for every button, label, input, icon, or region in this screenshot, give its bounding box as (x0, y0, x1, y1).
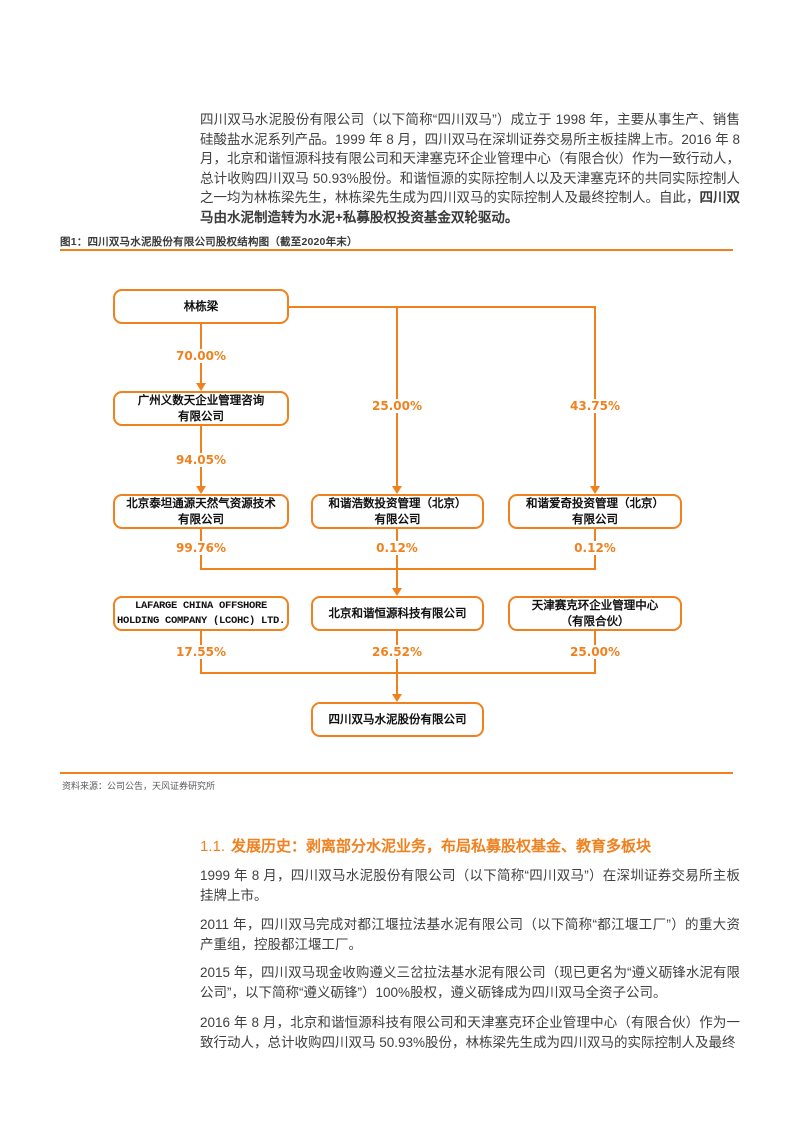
pct-lafarge-shuangma: 17.55% (172, 645, 230, 659)
connector-merge-hengyuan (396, 568, 398, 589)
arrow-into-aiqi-icon (590, 486, 600, 494)
connector-lin-aiqi (594, 306, 596, 487)
pct-hengyuan-shuangma: 26.52% (368, 645, 426, 659)
arrow-into-guangzhou-icon (196, 383, 206, 391)
figure-top-rule (60, 249, 733, 251)
pct-titan-hengyuan: 99.76% (172, 541, 230, 555)
figure-source-note: 资料来源：公司公告，天风证券研究所 (62, 781, 216, 791)
figure-bottom-rule (60, 772, 733, 774)
intro-paragraph: 四川双马水泥股份有限公司（以下简称“四川双马”）成立于 1998 年，主要从事生… (200, 110, 740, 227)
org-node-guangzhou-yishutian: 广州义数天企业管理咨询 有限公司 (113, 391, 289, 426)
arrow-into-shuangma-icon (392, 694, 402, 702)
intro-text: 四川双马水泥股份有限公司（以下简称“四川双马”）成立于 1998 年，主要从事生… (200, 112, 740, 205)
history-paragraph-2016: 2016 年 8 月，北京和谐恒源科技有限公司和天津塞克环企业管理中心（有限合伙… (200, 1015, 740, 1050)
merge-line-shuangma (200, 672, 596, 674)
history-paragraph-2011: 2011 年，四川双马完成对都江堰拉法基水泥有限公司（以下简称“都江堰工厂”）的… (200, 917, 740, 952)
pct-lin-guangzhou: 70.00% (172, 349, 230, 363)
pct-saikehuan-shuangma: 25.00% (566, 645, 624, 659)
pct-haoshu-hengyuan: 0.12% (372, 541, 422, 555)
connector-merge-shuangma (396, 672, 398, 695)
arrow-into-haoshu-icon (392, 486, 402, 494)
connector-lin-haoshu (396, 306, 398, 487)
equity-structure-diagram: 70.00% 94.05% 25.00% 43.75% 99.76% 0.12%… (113, 289, 682, 737)
org-node-hexie-hengyuan: 北京和谐恒源科技有限公司 (311, 596, 484, 631)
pct-aiqi-hengyuan: 0.12% (570, 541, 620, 555)
org-node-hexie-aiqi: 和谐爱奇投资管理（北京） 有限公司 (508, 494, 682, 529)
intro-bold-text: 四川双马由水泥制造转为水泥+私募股权投资基金双轮驱动。 (200, 190, 740, 225)
pct-lin-aiqi: 43.75% (566, 399, 624, 413)
section-number: 1.1. (200, 838, 226, 855)
org-node-hexie-haoshu: 和谐浩数投资管理（北京） 有限公司 (311, 494, 484, 529)
section-heading: 1.1. 发展历史：剥离部分水泥业务，布局私募股权基金、教育多板块 (200, 835, 745, 856)
arrow-into-hengyuan-icon (392, 588, 402, 596)
pct-lin-haoshu: 25.00% (368, 399, 426, 413)
figure-caption: 图1：四川双马水泥股份有限公司股权结构图（截至2020年末） (60, 236, 358, 248)
org-node-lin-dongliang: 林栋梁 (113, 289, 289, 324)
org-node-tianjin-saikehuan: 天津赛克环企业管理中心 （有限合伙） (508, 596, 682, 631)
connector-lin-branch (289, 306, 596, 308)
merge-line-hengyuan (200, 568, 596, 570)
org-node-sichuan-shuangma: 四川双马水泥股份有限公司 (311, 702, 484, 737)
org-node-beijing-titan: 北京泰坦通源天然气资源技术 有限公司 (113, 494, 289, 529)
pct-guangzhou-titan: 94.05% (172, 453, 230, 467)
history-paragraph-2015: 2015 年，四川双马现金收购遵义三岔拉法基水泥有限公司（现已更名为“遵义砺锋水… (200, 965, 740, 1000)
arrow-into-titan-icon (196, 486, 206, 494)
org-node-lafarge-lcohc: LAFARGE CHINA OFFSHORE HOLDING COMPANY (… (113, 596, 289, 631)
section-title: 发展历史：剥离部分水泥业务，布局私募股权基金、教育多板块 (231, 838, 652, 855)
history-paragraph-1999: 1999 年 8 月，四川双马水泥股份有限公司（以下简称“四川双马”）在深圳证券… (200, 868, 740, 903)
